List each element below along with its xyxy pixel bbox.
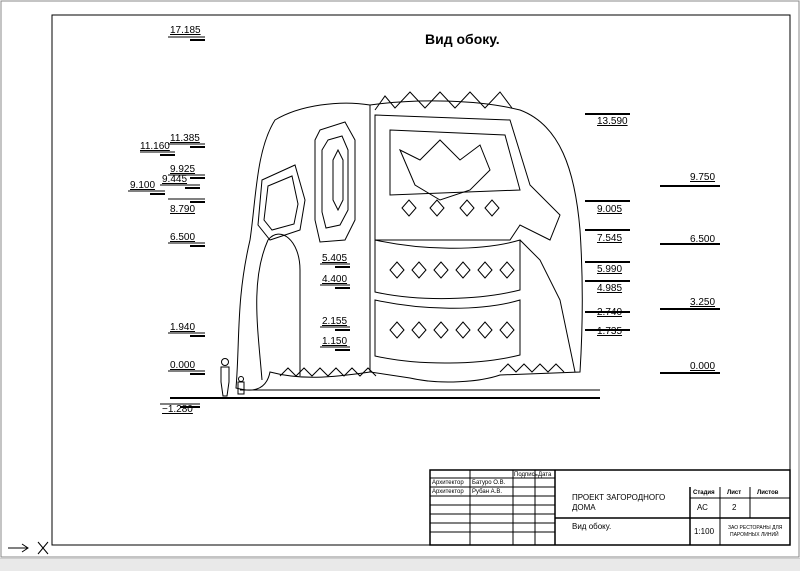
tb-stage-value: АС [697,503,708,512]
elevation-mark: 9.100 [130,181,155,191]
elevation-label: 11.385 [170,133,200,144]
tb-scale: 1:100 [694,527,715,536]
tb-project-line-1: ПРОЕКТ ЗАГОРОДНОГО [572,493,666,502]
elevation-label: 11.160 [140,141,170,152]
elevation-mark: 11.160 [140,142,170,152]
elevation-mark: 1.150 [322,337,347,347]
status-strip [0,558,800,571]
elevation-label: 9.750 [690,172,716,183]
elevation-mark: 3.250 [690,298,715,308]
elevation-mark: 6.500 [170,233,195,243]
elevation-label: −1.280 [162,404,193,415]
elevation-mark: 2.740 [597,308,622,318]
elevation-label: 9.445 [162,174,188,185]
elevation-label: 3.250 [690,297,716,308]
tb-col-podpis: Подпись [514,472,538,478]
tb-role-1: Архитектор [432,480,464,486]
elevation-label: 1.150 [322,336,348,347]
elevation-label: 9.005 [597,204,623,215]
elevation-label: 8.790 [170,204,196,215]
elephant-building [235,91,583,391]
elevation-mark: 13.590 [597,117,628,127]
elevation-label: 6.500 [690,234,716,245]
elevation-mark: 4.985 [597,284,622,294]
elevation-label: 13.590 [597,116,628,127]
human-scale-figure [220,358,245,397]
tb-project-line-2: ДОМА [572,503,596,512]
tb-name-1: Батуро О.В. [472,480,506,486]
elevation-mark: 9.005 [597,205,622,215]
elevation-mark: −1.280 [162,405,193,415]
elevation-label: 6.500 [170,232,196,243]
elevation-mark: 2.155 [322,317,347,327]
elevation-label: 1.735 [597,326,623,337]
elevation-label: 9.100 [130,180,156,191]
elevation-mark: 5.990 [597,265,622,275]
outer-frame [0,0,800,558]
elevation-mark: 9.750 [690,173,715,183]
elevation-mark: 4.400 [322,275,347,285]
tb-sheet-value: 2 [732,503,737,512]
drawing-title: Вид обоку. [425,31,500,47]
elevation-label: 9.925 [170,164,196,175]
tb-sheet-name: Вид обоку. [572,522,612,531]
elevation-mark: 8.790 [170,205,195,215]
elevation-mark: 1.735 [597,327,622,337]
elevation-mark: 9.925 [170,165,195,175]
elevation-mark: 5.405 [322,254,347,264]
elevation-label: 5.405 [322,253,348,264]
tb-org-line-1: ЗАО РЕСТОРАНЫ ДЛЯ [728,525,783,531]
elevation-label: 17.185 [170,25,201,36]
elevation-mark: 1.940 [170,323,195,333]
elevation-mark: 6.500 [690,235,715,245]
elevation-label: 0.000 [690,361,716,372]
elevation-label: 7.545 [597,233,623,244]
drawing-border [51,14,791,546]
elevation-mark: 0.000 [170,361,195,371]
tb-stage-label: Стадия [693,490,715,496]
tb-role-2: Архитектор [432,489,464,495]
elevation-label: 0.000 [170,360,196,371]
tb-sheet-label: Лист [727,490,742,496]
elevation-label: 2.155 [322,316,348,327]
elevation-mark: 7.545 [597,234,622,244]
tb-name-2: Рубан А.В. [472,489,503,495]
elevation-mark: 9.445 [162,175,187,185]
elevation-mark: 0.000 [690,362,715,372]
elevation-label: 4.985 [597,283,623,294]
elevation-label: 4.400 [322,274,348,285]
elevation-mark: 17.185 [170,26,201,36]
tb-org-line-2: ПАРОМНЫХ ЛИНИЙ [730,532,779,538]
tb-sheets-label: Листов [757,490,779,496]
ucs-icon [8,541,49,555]
elevation-mark: 11.385 [170,134,200,144]
title-block-frame [429,469,791,546]
elevation-label: 2.740 [597,307,623,318]
elevation-label: 1.940 [170,322,196,333]
elevation-label: 5.990 [597,264,623,275]
tb-col-data: Дата [538,472,552,478]
